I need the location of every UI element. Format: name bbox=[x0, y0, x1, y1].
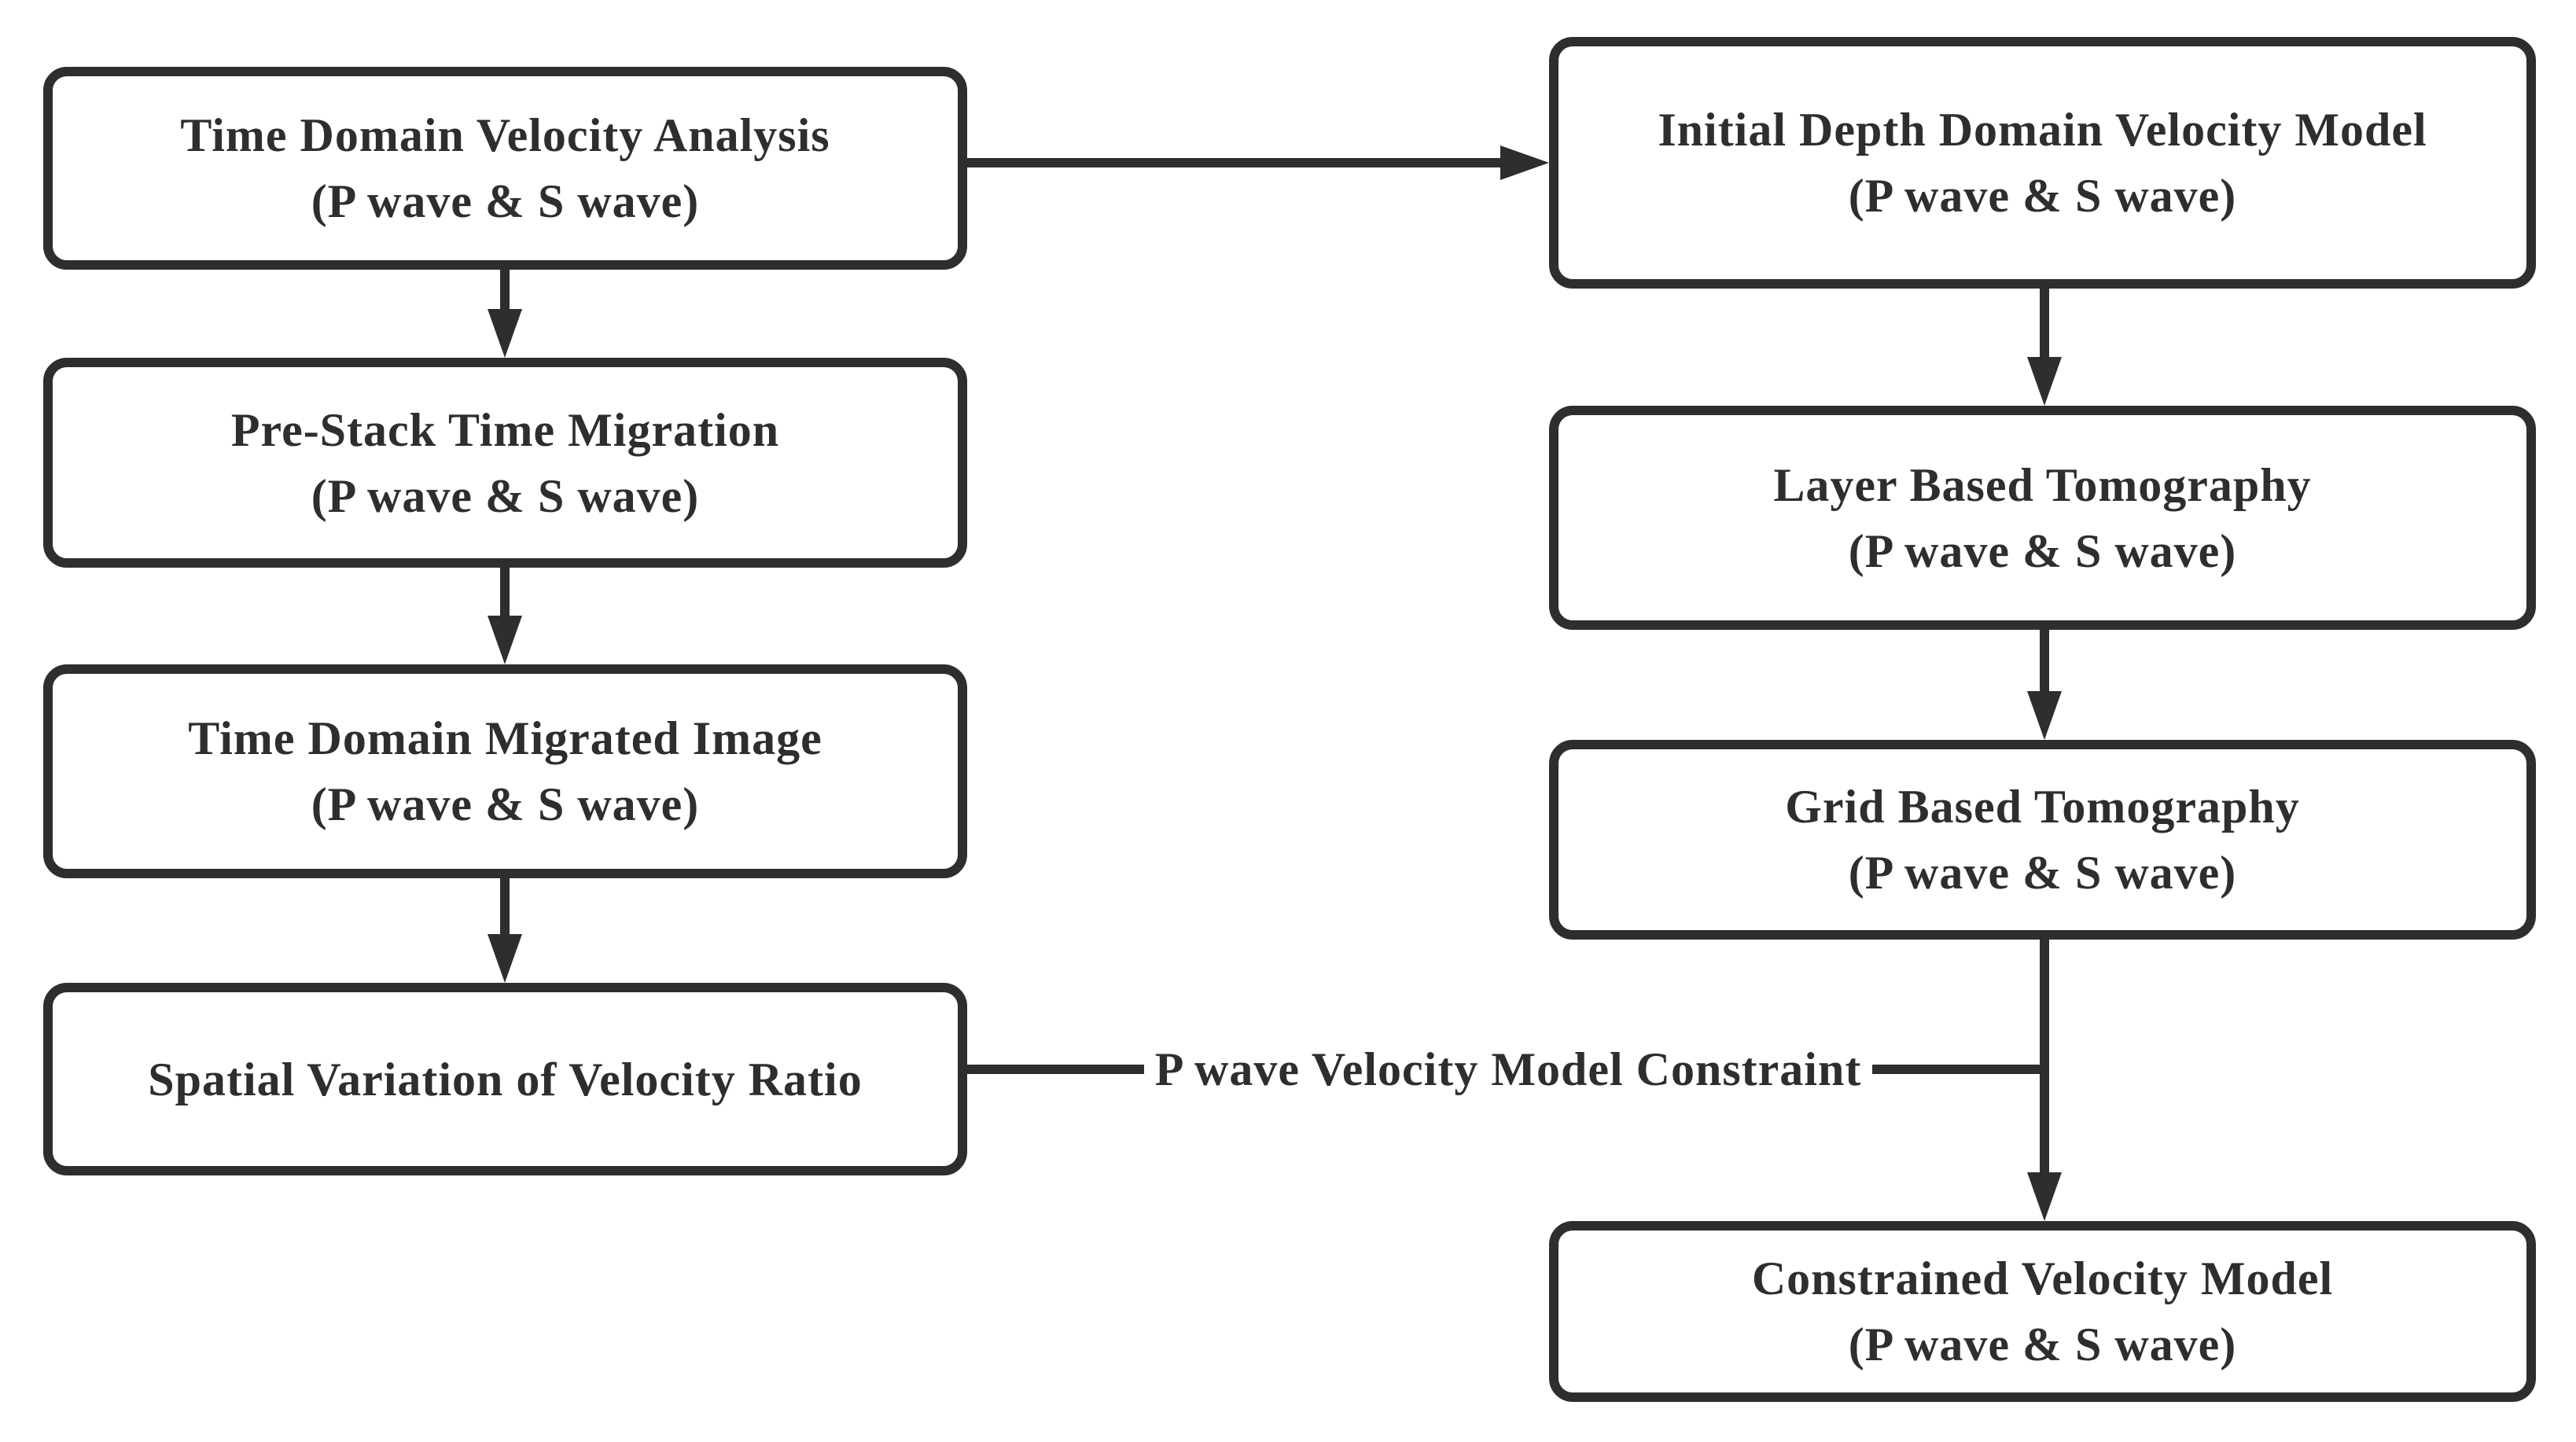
node-subtitle: (P wave & S wave) bbox=[1848, 1319, 2237, 1370]
arrow-shaft bbox=[500, 568, 510, 619]
node-time-domain-velocity-analysis: Time Domain Velocity Analysis (P wave & … bbox=[43, 67, 967, 270]
node-title: Constrained Velocity Model bbox=[1751, 1253, 2334, 1304]
arrowhead-down-icon bbox=[2027, 1172, 2062, 1221]
node-subtitle: (P wave & S wave) bbox=[311, 469, 700, 522]
node-initial-depth-domain-velocity-model: Initial Depth Domain Velocity Model (P w… bbox=[1549, 37, 2536, 289]
arrow-shaft bbox=[967, 158, 1503, 167]
arrowhead-down-icon bbox=[2027, 357, 2062, 406]
node-title: Time Domain Migrated Image bbox=[188, 712, 822, 764]
node-spatial-variation-of-velocity-ratio: Spatial Variation of Velocity Ratio bbox=[43, 983, 967, 1175]
node-subtitle: (P wave & S wave) bbox=[1848, 524, 2237, 577]
node-title: Time Domain Velocity Analysis bbox=[180, 109, 830, 161]
node-subtitle: (P wave & S wave) bbox=[1848, 170, 2237, 222]
connector-wire-right bbox=[1872, 1065, 2050, 1074]
arrow-shaft bbox=[2040, 630, 2049, 694]
arrow-shaft bbox=[2040, 940, 2049, 1174]
arrowhead-down-icon bbox=[488, 934, 522, 983]
node-pre-stack-time-migration: Pre-Stack Time Migration (P wave & S wav… bbox=[43, 358, 967, 568]
arrow-shaft bbox=[500, 878, 510, 937]
node-subtitle: (P wave & S wave) bbox=[311, 778, 700, 830]
arrowhead-down-icon bbox=[2027, 691, 2062, 740]
node-title: Spatial Variation of Velocity Ratio bbox=[148, 1053, 863, 1105]
node-subtitle: (P wave & S wave) bbox=[311, 175, 700, 227]
connector-label: P wave Velocity Model Constraint bbox=[1154, 1043, 1862, 1095]
node-title: Initial Depth Domain Velocity Model bbox=[1658, 104, 2427, 156]
node-constrained-velocity-model: Constrained Velocity Model (P wave & S w… bbox=[1549, 1221, 2536, 1402]
node-grid-based-tomography: Grid Based Tomography (P wave & S wave) bbox=[1549, 740, 2536, 940]
arrowhead-down-icon bbox=[488, 616, 522, 664]
arrowhead-right-icon bbox=[1500, 145, 1549, 180]
node-subtitle: (P wave & S wave) bbox=[1848, 847, 2237, 899]
node-title: Pre-Stack Time Migration bbox=[230, 403, 780, 456]
arrow-shaft bbox=[500, 270, 510, 314]
node-title: Grid Based Tomography bbox=[1785, 781, 2300, 833]
node-time-domain-migrated-image: Time Domain Migrated Image (P wave & S w… bbox=[43, 664, 967, 878]
node-title: Layer Based Tomography bbox=[1773, 458, 2312, 511]
connector-pwave-constraint: P wave Velocity Model Constraint bbox=[967, 1043, 2050, 1095]
connector-wire-left bbox=[967, 1065, 1144, 1074]
arrowhead-down-icon bbox=[488, 309, 522, 358]
node-layer-based-tomography: Layer Based Tomography (P wave & S wave) bbox=[1549, 406, 2536, 630]
arrow-shaft bbox=[2040, 289, 2049, 359]
